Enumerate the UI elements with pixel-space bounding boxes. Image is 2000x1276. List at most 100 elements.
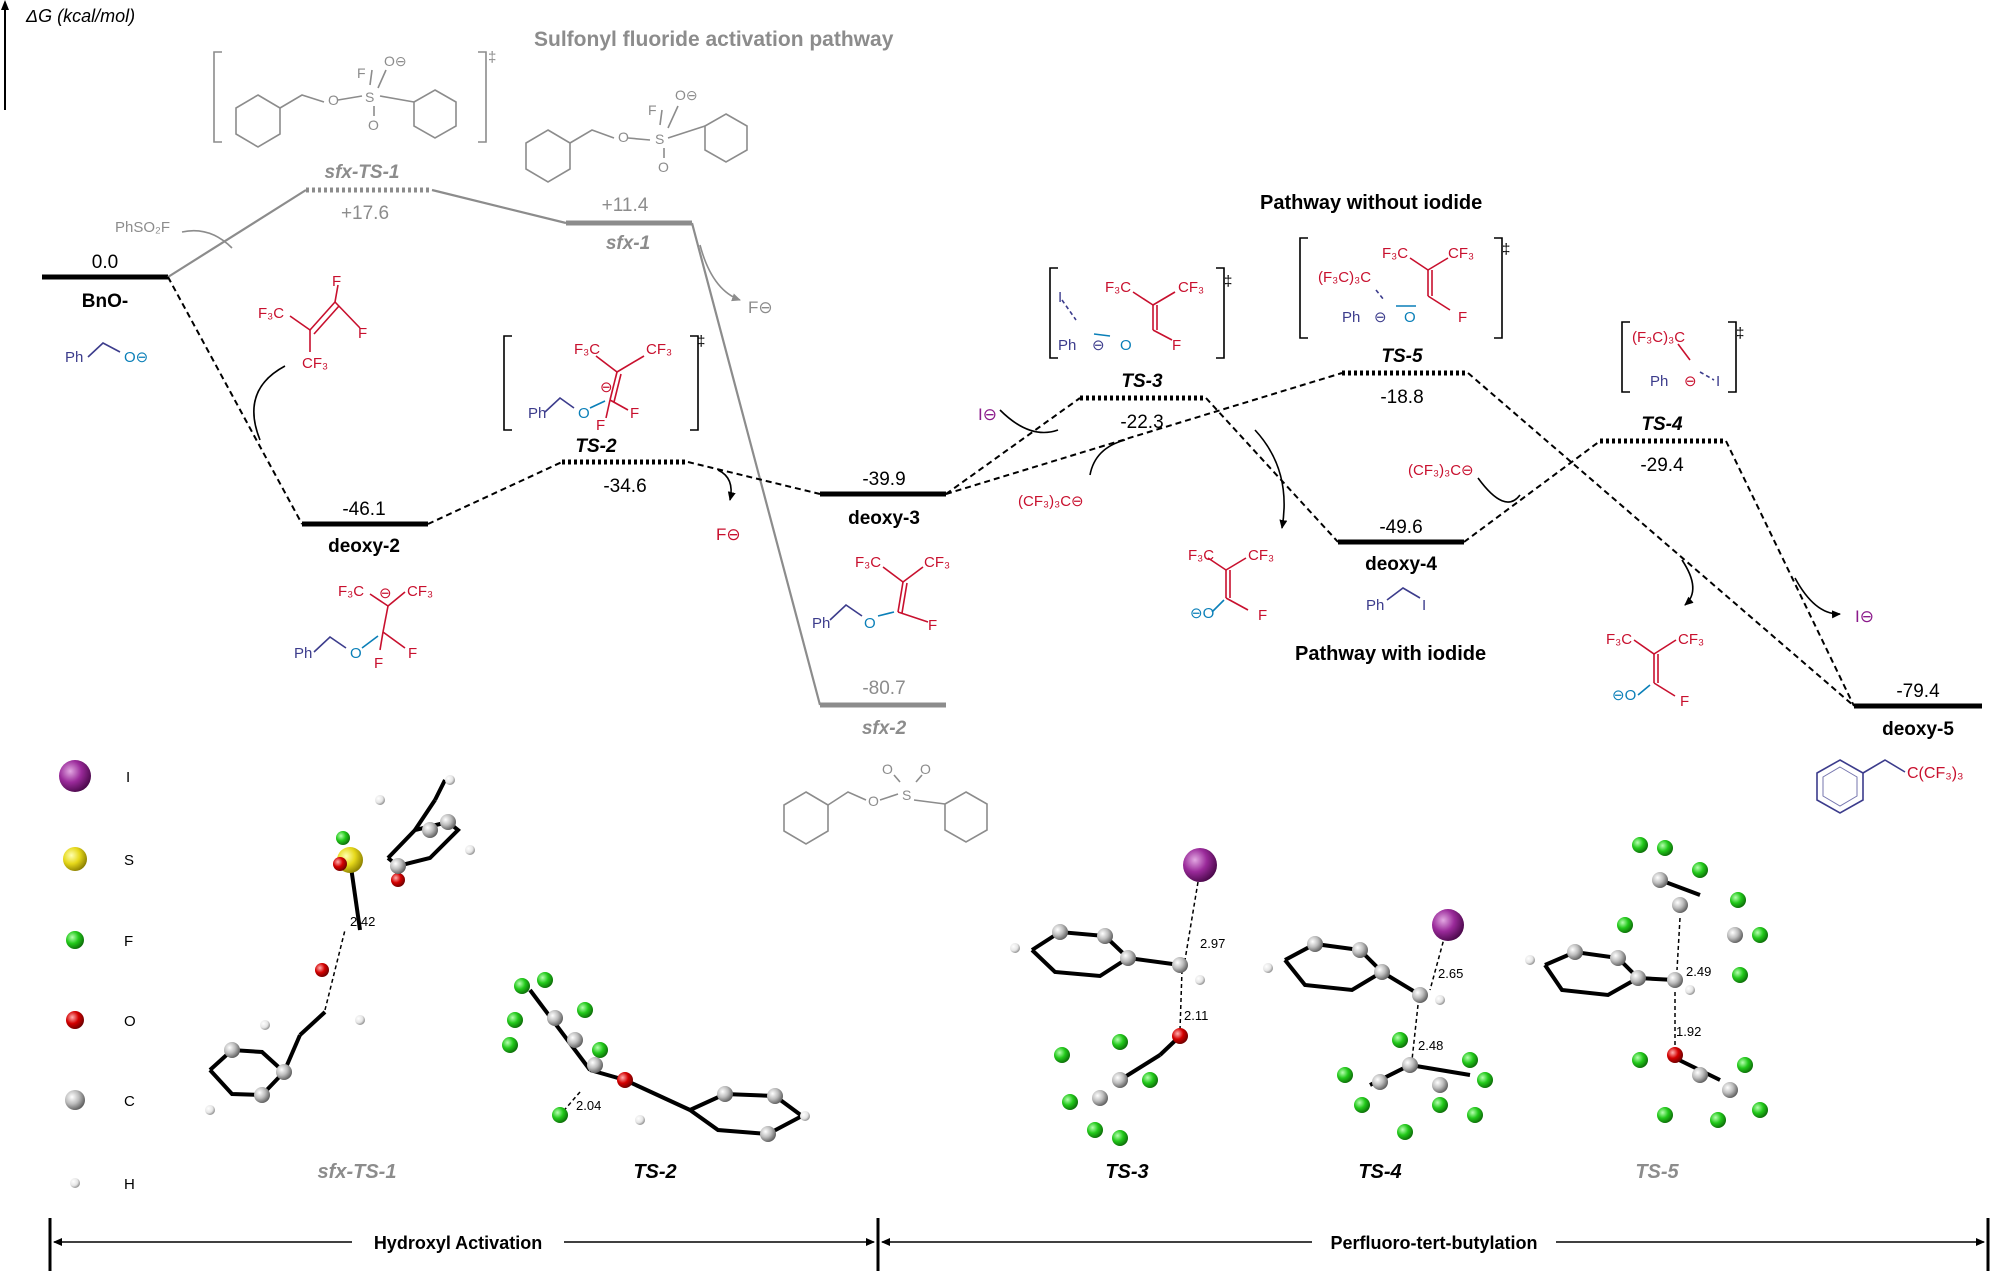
svg-text:F₃C: F₃C — [258, 305, 284, 322]
svg-text:‡: ‡ — [1224, 273, 1232, 290]
svg-text:O: O — [328, 92, 339, 108]
svg-text:⊖: ⊖ — [379, 585, 392, 602]
svg-text:(F₃C)₃C: (F₃C)₃C — [1632, 329, 1685, 346]
svg-text:Ph: Ph — [65, 349, 83, 366]
cf3c-anion-a-label: (CF₃)₃C⊖ — [1018, 493, 1084, 510]
svg-text:S: S — [902, 787, 911, 803]
model-TS-4-dist-1: 2.65 — [1438, 966, 1463, 981]
energy-TS-3: -22.3 — [1120, 412, 1163, 433]
model-TS-3-dist-1: 2.97 — [1200, 936, 1225, 951]
sfx-ts1-structure — [213, 51, 487, 148]
svg-text:F₃C: F₃C — [1105, 279, 1131, 296]
svg-text:CF₃: CF₃ — [1248, 547, 1274, 564]
svg-text:⊖: ⊖ — [600, 379, 613, 396]
svg-text:O: O — [578, 405, 590, 422]
svg-text:O⊖: O⊖ — [675, 87, 698, 103]
model-sfx-TS-1-label: sfx-TS-1 — [318, 1161, 397, 1183]
model-TS-5: 2.49 1.92 TS-5 — [1525, 837, 1768, 1183]
energy-TS-4: -29.4 — [1640, 455, 1684, 476]
stage-perfluoro-tert-butylation: Perfluoro-tert-butylation — [1331, 1233, 1538, 1253]
name-sfx-TS-1: sfx-TS-1 — [325, 162, 400, 183]
pfib-structure — [289, 284, 361, 352]
pathway-with-iodide-title: Pathway with iodide — [1295, 643, 1486, 665]
svg-text:‡: ‡ — [1736, 325, 1744, 342]
name-sfx-1: sfx-1 — [606, 233, 650, 254]
legend-atom-S — [63, 847, 87, 871]
sfx2-labels: O S O O — [868, 761, 931, 809]
legend-atom-F — [66, 931, 84, 949]
svg-text:(F₃C)₃C: (F₃C)₃C — [1318, 269, 1371, 286]
energy-TS-2: -34.6 — [603, 476, 646, 497]
name-deoxy-3: deoxy-3 — [848, 508, 920, 529]
svg-text:O: O — [368, 117, 379, 133]
svg-text:O: O — [350, 645, 362, 662]
name-TS-3: TS-3 — [1121, 371, 1163, 392]
fluoride-main-label: F⊖ — [716, 525, 741, 544]
bno-structure: Ph O⊖ — [65, 342, 148, 366]
legend-label-I: I — [126, 769, 130, 786]
legend-label-S: S — [124, 852, 134, 869]
svg-text:Ph: Ph — [1366, 597, 1384, 614]
svg-text:F: F — [596, 417, 605, 434]
svg-text:I: I — [1716, 373, 1720, 390]
iodide-out-label: I⊖ — [1855, 607, 1874, 626]
svg-text:Ph: Ph — [1058, 337, 1076, 354]
name-sfx-2: sfx-2 — [862, 718, 907, 739]
svg-text:F₃C: F₃C — [574, 341, 600, 358]
svg-text:F₃C: F₃C — [855, 554, 881, 571]
svg-text:F: F — [408, 645, 417, 662]
cf3c-anion-b-label: (CF₃)₃C⊖ — [1408, 462, 1474, 479]
model-TS-4-dist-2: 2.48 — [1418, 1038, 1443, 1053]
ts2-structure: ‡ F₃C CF₃ ⊖ Ph O F F — [503, 333, 705, 434]
name-deoxy-5: deoxy-5 — [1882, 719, 1954, 740]
connectors — [167, 188, 1855, 707]
svg-text:⊖: ⊖ — [1092, 337, 1105, 354]
sfx1-labels: O F S O⊖ O — [618, 87, 698, 175]
svg-text:CF₃: CF₃ — [1678, 631, 1704, 648]
svg-text:O: O — [1120, 337, 1132, 354]
ts5-structure: ‡ (F₃C)₃C F₃C CF₃ Ph ⊖ O F — [1299, 237, 1510, 339]
svg-text:‡: ‡ — [488, 49, 496, 66]
fluoride-sfx-label: F⊖ — [748, 298, 773, 317]
model-TS-2: 2.04 TS-2 — [502, 972, 810, 1183]
svg-text:F: F — [1172, 337, 1181, 354]
svg-text:O: O — [864, 615, 876, 632]
svg-text:O: O — [618, 129, 629, 145]
model-TS-5-dist-2: 1.92 — [1676, 1024, 1701, 1039]
enolate-b-structure: F₃C CF₃ ⊖O F — [1606, 631, 1704, 710]
svg-text:CF₃: CF₃ — [924, 554, 950, 571]
svg-text:S: S — [365, 89, 374, 105]
name-deoxy-4: deoxy-4 — [1365, 554, 1437, 575]
svg-text:O: O — [1404, 309, 1416, 326]
energy-deoxy-5: -79.4 — [1896, 681, 1940, 702]
ts3-structure: ‡ F₃C CF₃ I Ph ⊖ O F — [1049, 267, 1232, 359]
svg-text:F: F — [630, 405, 639, 422]
model-TS-3: 2.97 2.11 TS-3 — [1010, 848, 1225, 1183]
legend-atom-H — [70, 1178, 80, 1188]
svg-text:F₃C: F₃C — [338, 583, 364, 600]
svg-text:⊖: ⊖ — [1374, 309, 1387, 326]
legend-label-O: O — [124, 1013, 136, 1030]
svg-text:F: F — [1258, 607, 1267, 624]
svg-text:Ph: Ph — [812, 615, 830, 632]
svg-text:I: I — [1058, 289, 1062, 306]
name-TS-2: TS-2 — [575, 436, 617, 457]
stage-bar: Hydroxyl Activation Perfluoro-tert-butyl… — [48, 1218, 1990, 1271]
energy-BnO: 0.0 — [92, 252, 118, 273]
sfx-ts1-labels: ‡ O F S O⊖ O — [328, 49, 496, 133]
svg-text:F₃C: F₃C — [1188, 547, 1214, 564]
svg-text:O: O — [868, 793, 879, 809]
legend-label-C: C — [124, 1093, 135, 1110]
svg-text:C(CF₃)₃: C(CF₃)₃ — [1907, 765, 1964, 782]
svg-text:F: F — [1458, 309, 1467, 326]
svg-text:F₃C: F₃C — [1382, 245, 1408, 262]
svg-text:F: F — [358, 325, 367, 342]
deoxy5-structure: C(CF₃)₃ — [1816, 759, 1964, 814]
name-deoxy-2: deoxy-2 — [328, 536, 400, 557]
svg-text:‡: ‡ — [1502, 241, 1510, 258]
svg-text:Ph: Ph — [1650, 373, 1668, 390]
energy-TS-5: -18.8 — [1380, 387, 1423, 408]
svg-text:F: F — [357, 65, 366, 81]
sfx2-structure — [783, 774, 988, 845]
